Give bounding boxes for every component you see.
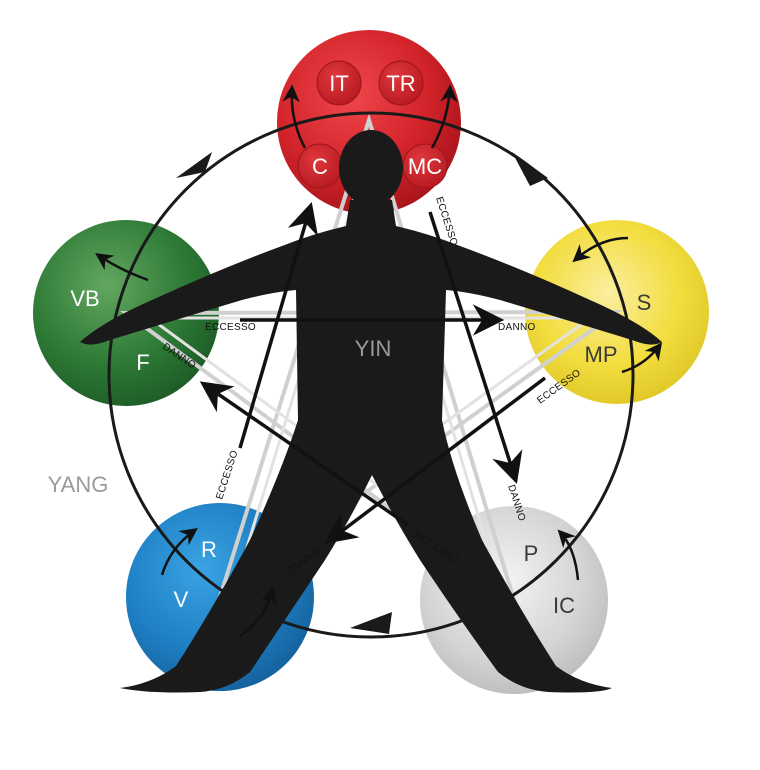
fire-left-curve — [282, 84, 307, 149]
wood-curve — [95, 253, 149, 282]
label-v: V — [174, 587, 189, 612]
label-mp: MP — [585, 342, 618, 367]
label-c: C — [312, 154, 328, 179]
ring-arrow-top-left — [176, 152, 212, 178]
earth-curve — [572, 236, 629, 263]
ring-arrow-top-right — [512, 152, 548, 186]
figure-body — [80, 200, 662, 693]
organ-labels: IT TR C MC S MP P IC R V VB F — [70, 71, 651, 618]
label-danno-earth: DANNO — [498, 322, 536, 333]
arrow-water-to-fire — [238, 201, 319, 449]
label-eccesso-water: ECCESSO — [214, 449, 240, 501]
label-danno-fire: DANNO — [274, 202, 296, 241]
label-p: P — [524, 541, 539, 566]
water-curve-bottom — [239, 586, 278, 638]
water-curve-left — [160, 527, 198, 576]
ring-arrow-bottom — [350, 612, 392, 634]
arrow-earth-to-water — [324, 376, 547, 544]
earth-curve-bottom — [621, 342, 663, 374]
label-ic: IC — [553, 593, 575, 618]
label-eccesso-wood: ECCESSO — [205, 322, 256, 333]
organ-mc-bubble — [402, 143, 448, 189]
label-tr: TR — [386, 71, 415, 96]
yin-label: YIN — [355, 336, 392, 361]
metal-curve — [557, 529, 580, 581]
label-f: F — [136, 350, 149, 375]
label-mc: MC — [408, 154, 442, 179]
arrow-fire-to-metal — [428, 211, 523, 485]
organ-tr-bubble — [378, 60, 424, 106]
yang-label: YANG — [48, 472, 109, 497]
label-it: IT — [329, 71, 349, 96]
cycle-arrowheads — [176, 152, 548, 634]
human-figure — [80, 130, 662, 693]
label-s: S — [637, 290, 652, 315]
organ-it-bubble — [316, 60, 362, 106]
label-r: R — [201, 537, 217, 562]
arrow-metal-to-wood — [199, 381, 409, 527]
generating-cycle-ring — [107, 111, 635, 639]
label-vb: VB — [70, 286, 99, 311]
figure-head — [339, 130, 403, 206]
fire-right-curve — [430, 84, 458, 149]
internal-arrows — [95, 84, 663, 638]
control-arrows — [199, 201, 547, 544]
